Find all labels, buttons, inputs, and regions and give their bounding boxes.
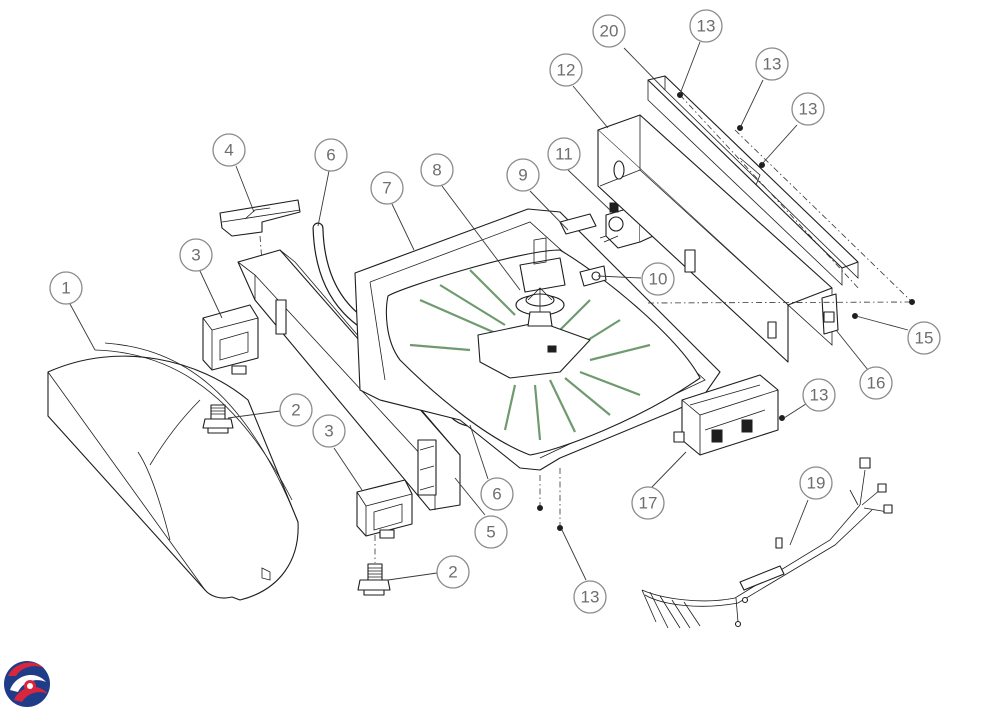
callout-5: 5	[474, 515, 508, 549]
callout-10: 10	[641, 262, 675, 296]
svg-text:11: 11	[555, 145, 573, 164]
part-small-bracket	[219, 199, 301, 263]
part-leveling-foot-lower	[357, 535, 391, 596]
svg-text:20: 20	[600, 22, 619, 41]
brand-swirl-icon	[4, 661, 50, 707]
svg-text:19: 19	[807, 474, 826, 493]
svg-text:6: 6	[492, 485, 501, 504]
svg-text:13: 13	[763, 55, 782, 74]
svg-text:3: 3	[324, 422, 333, 441]
svg-text:8: 8	[432, 161, 441, 180]
svg-text:13: 13	[799, 100, 818, 119]
callout-13-bottom: 13	[573, 580, 607, 614]
callout-6-lower: 6	[480, 477, 514, 511]
svg-text:5: 5	[486, 523, 495, 542]
callout-15: 15	[907, 321, 941, 355]
part-rear-bracket	[821, 293, 839, 335]
callout-19: 19	[799, 466, 833, 500]
part-front-rail	[237, 249, 461, 511]
part-rear-rail	[647, 75, 859, 286]
part-foot-bracket-upper	[202, 304, 259, 375]
part-control-box	[673, 374, 779, 456]
svg-text:9: 9	[518, 166, 527, 185]
part-wiring-harness	[641, 457, 893, 629]
callout-4: 4	[212, 133, 246, 167]
svg-text:12: 12	[557, 61, 576, 80]
callout-3-upper: 3	[179, 238, 213, 272]
callout-1: 1	[49, 271, 83, 305]
part-spray-hub	[515, 237, 566, 327]
leader-lines	[69, 41, 909, 581]
part-front-panel	[47, 342, 299, 601]
callout-12: 12	[549, 53, 583, 87]
svg-text:2: 2	[448, 563, 457, 582]
svg-text:13: 13	[810, 386, 829, 405]
svg-text:16: 16	[867, 374, 886, 393]
part-rear-panel	[597, 114, 833, 363]
callout-9: 9	[506, 158, 540, 192]
callout-7: 7	[370, 171, 404, 205]
callout-3-lower: 3	[312, 414, 346, 448]
svg-text:6: 6	[326, 146, 335, 165]
callout-6-upper: 6	[314, 138, 348, 172]
svg-text:17: 17	[639, 494, 658, 513]
part-leveling-foot-upper	[202, 404, 234, 434]
callout-11: 11	[547, 137, 581, 171]
fasteners-and-alignment	[537, 92, 915, 531]
callout-16: 16	[859, 366, 893, 400]
svg-text:3: 3	[191, 246, 200, 265]
part-tub-base	[354, 208, 721, 471]
svg-text:7: 7	[382, 179, 391, 198]
callout-bubbles: 1 2 2 3 3 4 5 6 6 7 8 9 10 11 12 13	[49, 9, 941, 614]
callout-8: 8	[420, 153, 454, 187]
svg-text:2: 2	[291, 401, 300, 420]
svg-text:4: 4	[224, 141, 233, 160]
svg-text:13: 13	[581, 588, 600, 607]
callout-20: 20	[592, 14, 626, 48]
callout-2-lower: 2	[436, 555, 470, 589]
callout-2-upper: 2	[279, 393, 313, 427]
callout-17: 17	[631, 486, 665, 520]
svg-text:1: 1	[61, 279, 70, 298]
callout-13-control-box: 13	[802, 378, 836, 412]
callout-13-right-upper: 13	[755, 47, 789, 81]
callout-13-right-middle: 13	[791, 92, 825, 126]
svg-text:13: 13	[697, 17, 716, 36]
callout-13-top: 13	[689, 9, 723, 43]
svg-text:15: 15	[915, 329, 934, 348]
svg-text:10: 10	[649, 270, 668, 289]
part-tub-fitting	[559, 213, 607, 287]
part-foot-bracket-lower	[356, 479, 413, 539]
